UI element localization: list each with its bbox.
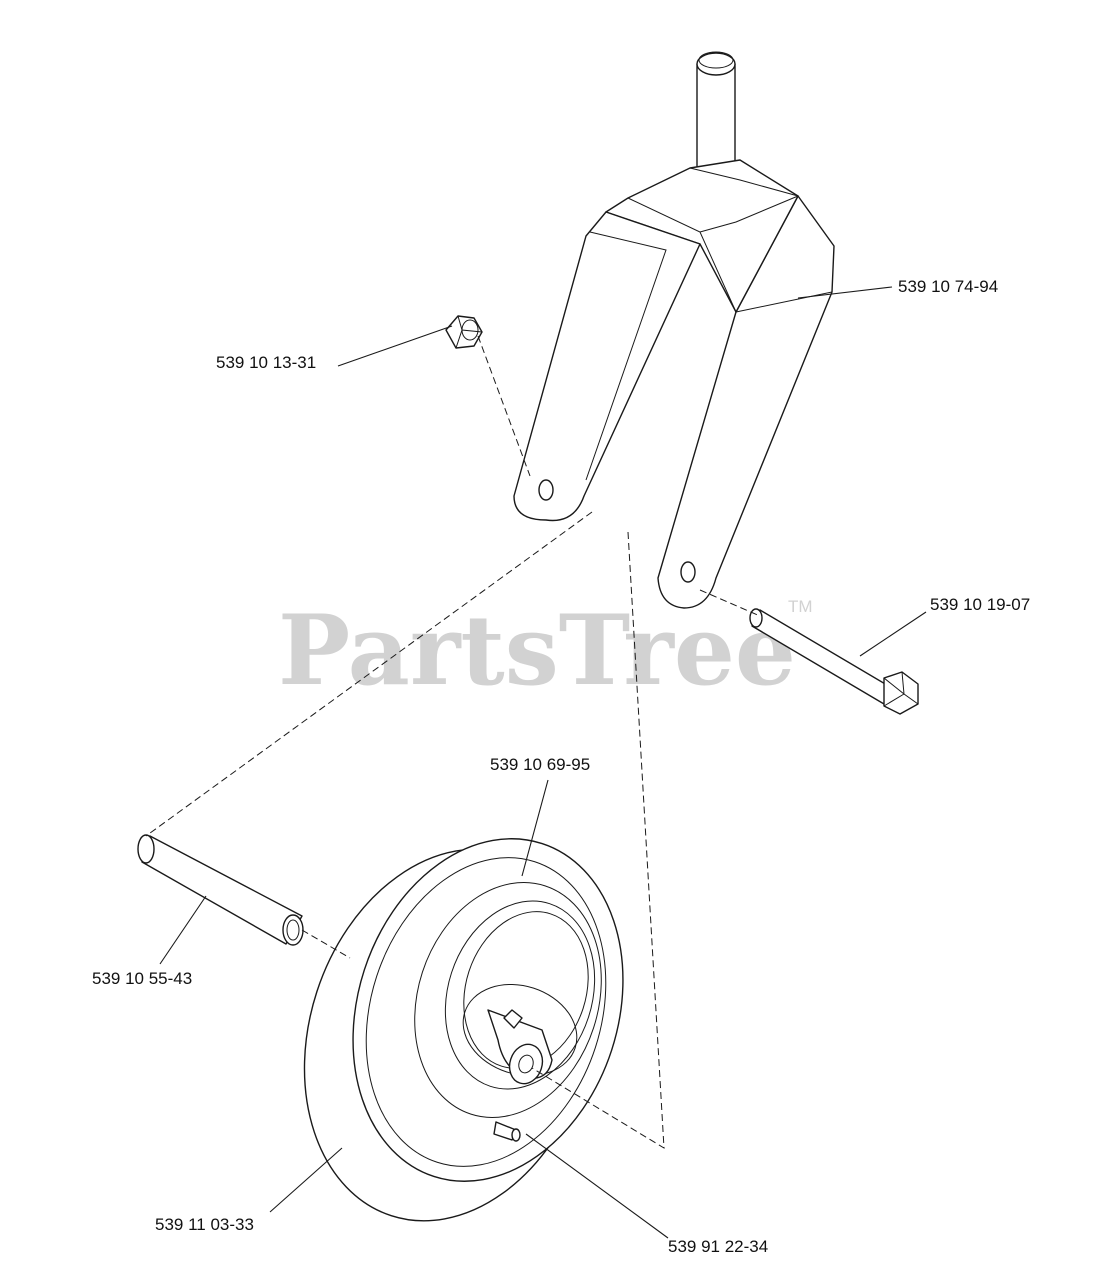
- part-label-grease-fitting[interactable]: 539 91 22-34: [668, 1237, 768, 1256]
- part-label-fork[interactable]: 539 10 74-94: [898, 277, 998, 296]
- leader-lines: [159, 286, 927, 1239]
- wheel-assembly-icon[interactable]: [258, 803, 666, 1259]
- part-label-bolt[interactable]: 539 10 19-07: [930, 595, 1030, 614]
- assembly-lines: [145, 335, 761, 1149]
- part-label-tire[interactable]: 539 11 03-33: [155, 1215, 254, 1234]
- part-label-wheel[interactable]: 539 10 69-95: [490, 755, 590, 774]
- part-label-spacer[interactable]: 539 10 55-43: [92, 969, 192, 988]
- watermark-text: PartsTree: [278, 594, 796, 707]
- watermark-trademark: TM: [788, 597, 813, 616]
- hex-nut-icon[interactable]: [445, 315, 483, 349]
- grease-fitting-icon[interactable]: [493, 1009, 523, 1142]
- part-label-nut[interactable]: 539 10 13-31: [216, 353, 316, 372]
- spacer-tube-icon[interactable]: [137, 834, 304, 946]
- caster-fork-icon[interactable]: [513, 51, 835, 609]
